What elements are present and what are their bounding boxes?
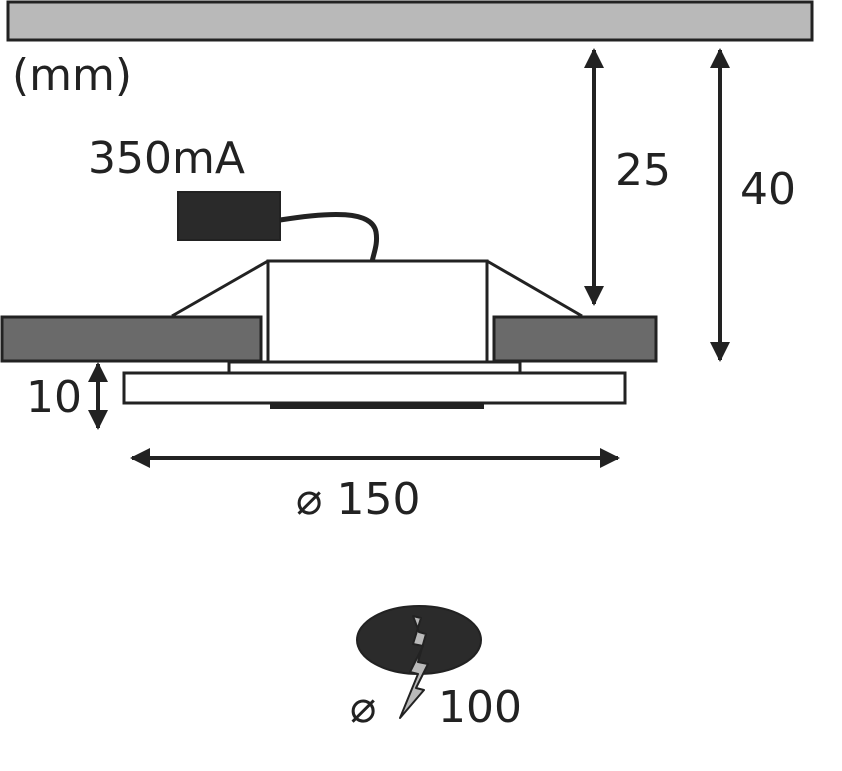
cutout-diameter-value: 100 <box>438 682 522 733</box>
unit-label: (mm) <box>12 50 132 101</box>
lens-strip <box>270 403 484 409</box>
trim-ring-step <box>227 360 522 375</box>
cutout-diameter-symbol: ⌀ <box>350 682 377 733</box>
spring-clip-right <box>486 259 583 318</box>
ceiling-slab <box>6 0 814 42</box>
spring-clip-left <box>171 259 269 318</box>
drill-hole-cutout-icon <box>356 605 482 719</box>
depth-inner-label: 25 <box>615 145 671 196</box>
outer-diameter-label: ⌀ 150 <box>296 474 420 525</box>
flange-height-label: 10 <box>26 372 82 423</box>
current-label: 350mA <box>88 133 245 184</box>
cover-flange <box>122 371 627 405</box>
ceiling-panel-left <box>0 315 263 363</box>
driver-cable <box>279 212 379 263</box>
ceiling-panel-right <box>492 315 658 363</box>
depth-total-label: 40 <box>740 164 796 215</box>
led-driver-icon <box>177 191 281 241</box>
lamp-housing <box>266 259 489 364</box>
